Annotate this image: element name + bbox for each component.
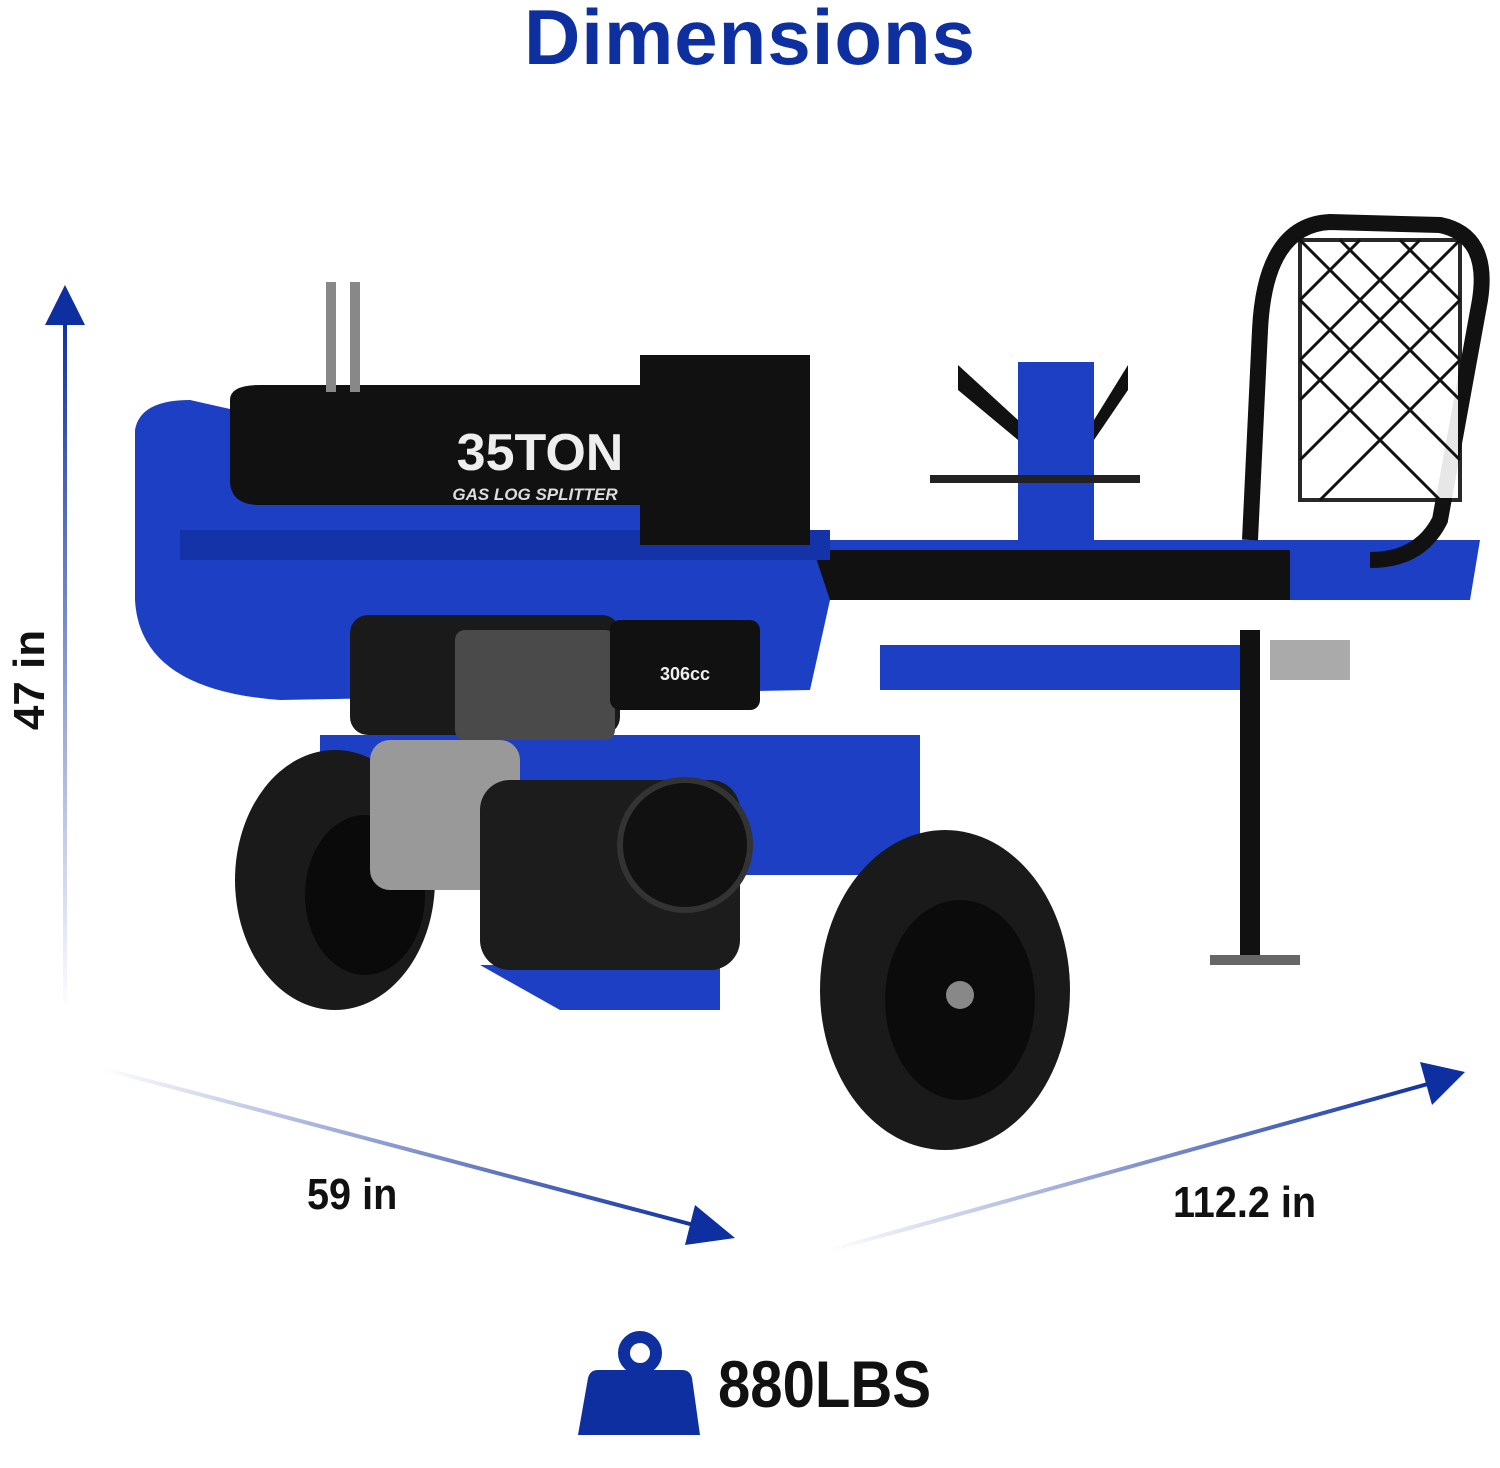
width-label: 59 in (307, 1170, 398, 1219)
engine-label: 306cc (660, 664, 710, 684)
height-label: 47 in (5, 629, 55, 731)
weight-label: 880LBS (718, 1347, 932, 1421)
weight-icon (578, 1331, 700, 1435)
height-arrow (45, 285, 85, 1010)
log-splitter-machine: 35TON GAS LOG SPLITTER 306cc (135, 213, 1490, 1150)
page-title: Dimensions (523, 0, 977, 81)
length-arrow (829, 1062, 1465, 1252)
length-label: 112.2 in (1172, 1178, 1317, 1227)
width-arrow (99, 1066, 735, 1245)
product-subtitle: GAS LOG SPLITTER (452, 485, 618, 504)
product-badge: 35TON (457, 424, 624, 482)
